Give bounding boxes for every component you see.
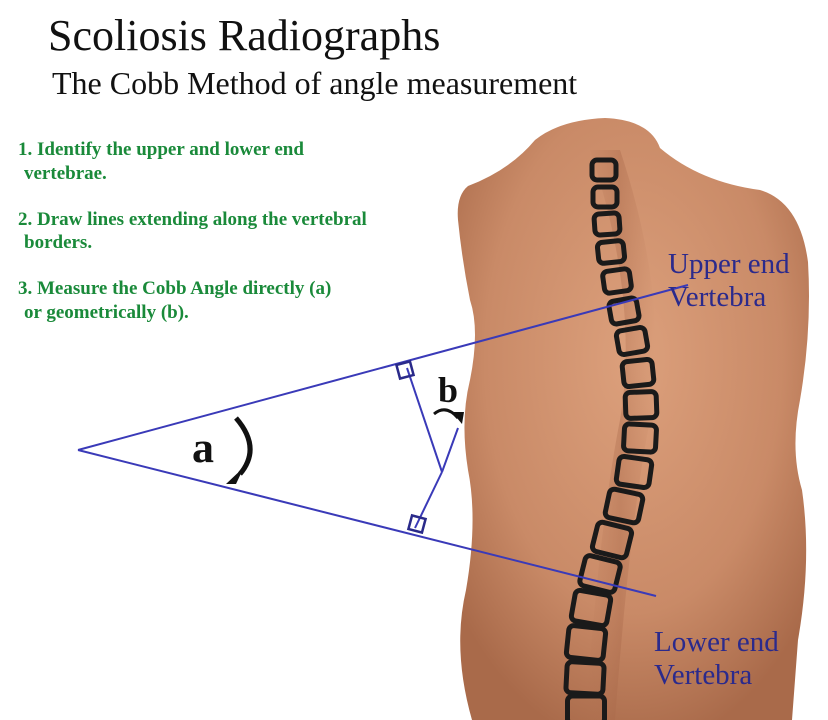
step-3-line1: 3. Measure the Cobb Angle directly (a): [18, 278, 332, 299]
lower-label-line1: Lower end: [654, 626, 779, 658]
vertebra: [602, 486, 646, 526]
curved-arrow-icon-a: [234, 416, 253, 476]
vertebra: [589, 519, 635, 561]
arrowhead-b: [452, 412, 464, 424]
vertebra: [565, 693, 607, 720]
instruction-steps: 1. Identify the upper and lower end vert…: [18, 138, 478, 347]
step-2-line2: borders.: [24, 232, 93, 254]
vertebra: [606, 295, 642, 327]
upper-label-line2: Vertebra: [668, 281, 767, 314]
b-angle-extension-line: [441, 427, 459, 473]
upper-end-vertebra-label: Upper end Vertebra: [668, 248, 790, 315]
lower-label-line2: Vertebra: [654, 659, 753, 692]
page-subtitle: The Cobb Method of angle measurement: [52, 65, 578, 101]
step-3-line2: or geometrically (b).: [24, 301, 189, 323]
vertebra: [600, 266, 634, 296]
step-1-line2: vertebrae.: [24, 162, 107, 184]
vertebra: [577, 553, 623, 595]
spine-groove: [585, 150, 656, 720]
angle-a-label: a: [192, 423, 214, 472]
step-1-line1: 1. Identify the upper and lower end: [18, 139, 304, 160]
arrowhead-a: [226, 467, 244, 484]
vertebra: [594, 238, 628, 266]
vertebra: [621, 421, 659, 455]
step-2: 2. Draw lines extending along the verteb…: [18, 208, 478, 256]
angle-b-label: b: [438, 370, 458, 410]
step-3: 3. Measure the Cobb Angle directly (a) o…: [18, 277, 478, 325]
vertebra: [568, 587, 614, 629]
page-title: Scoliosis Radiographs: [48, 11, 441, 60]
vertebra: [613, 453, 655, 491]
upper-endplate-line: [77, 284, 689, 451]
vertebra: [613, 324, 651, 358]
vertebra: [622, 389, 660, 421]
step-1: 1. Identify the upper and lower end vert…: [18, 138, 478, 186]
vertebra: [563, 659, 607, 697]
step-2-line1: 2. Draw lines extending along the verteb…: [18, 208, 367, 230]
spine-vertebrae: [563, 157, 660, 720]
vertebra: [591, 210, 623, 238]
lower-endplate-line: [77, 449, 657, 597]
lower-perpendicular-line: [414, 471, 443, 529]
upper-label-line1: Upper end: [668, 248, 790, 280]
vertebra: [619, 356, 657, 390]
lower-end-vertebra-label: Lower end Vertebra: [654, 626, 779, 693]
right-angle-marker-upper: [394, 359, 416, 381]
upper-perpendicular-line: [406, 367, 443, 473]
vertebra: [590, 184, 620, 210]
vertebra: [563, 623, 609, 663]
vertebra: [589, 157, 619, 183]
right-angle-marker-lower: [406, 513, 428, 535]
